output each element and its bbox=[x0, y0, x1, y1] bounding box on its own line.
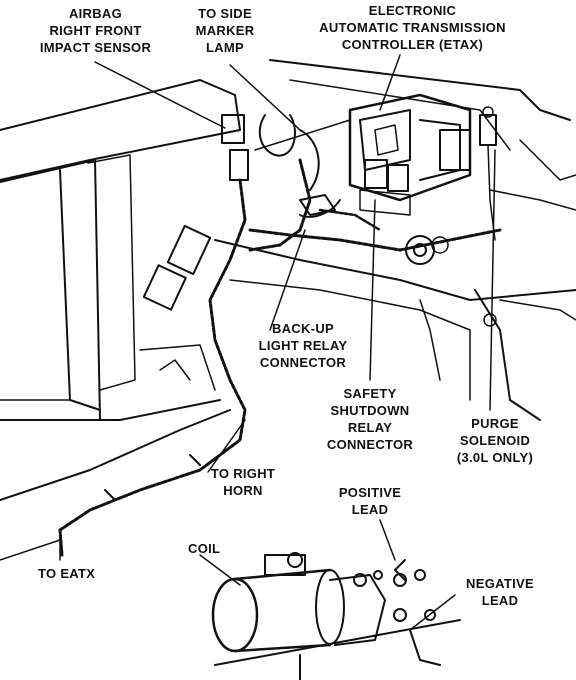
coil-label: COIL bbox=[188, 541, 221, 556]
safety-relay-label: SAFETY SHUTDOWN RELAY CONNECTOR bbox=[326, 386, 414, 452]
relay-connectors bbox=[359, 159, 411, 216]
fender-body bbox=[0, 79, 241, 561]
positive-lead-label: POSITIVE LEAD bbox=[338, 485, 402, 517]
airbag-sensor-label: AIRBAG RIGHT FRONT IMPACT SENSOR bbox=[39, 6, 152, 55]
to-eatx-label: TO EATX bbox=[38, 566, 96, 581]
purge-solenoid-label: PURGE SOLENOID (3.0L ONLY) bbox=[456, 416, 534, 465]
inner-fender bbox=[214, 239, 576, 421]
backup-relay-label: BACK-UP LIGHT RELAY CONNECTOR bbox=[258, 321, 348, 370]
wiring-harness bbox=[58, 129, 502, 532]
leader-lines bbox=[59, 54, 496, 631]
hood-cowl bbox=[254, 59, 576, 211]
etax-controller-body bbox=[348, 93, 472, 202]
ignition-coil-drawing bbox=[211, 552, 461, 680]
side-marker-label: TO SIDE MARKER LAMP bbox=[195, 6, 255, 55]
negative-lead-label: NEGATIVE LEAD bbox=[466, 576, 534, 608]
etax-label: ELECTRONIC AUTOMATIC TRANSMISSION CONTRO… bbox=[319, 3, 506, 52]
eatx-wire-end bbox=[58, 454, 201, 557]
right-horn-label: TO RIGHT HORN bbox=[210, 466, 276, 498]
